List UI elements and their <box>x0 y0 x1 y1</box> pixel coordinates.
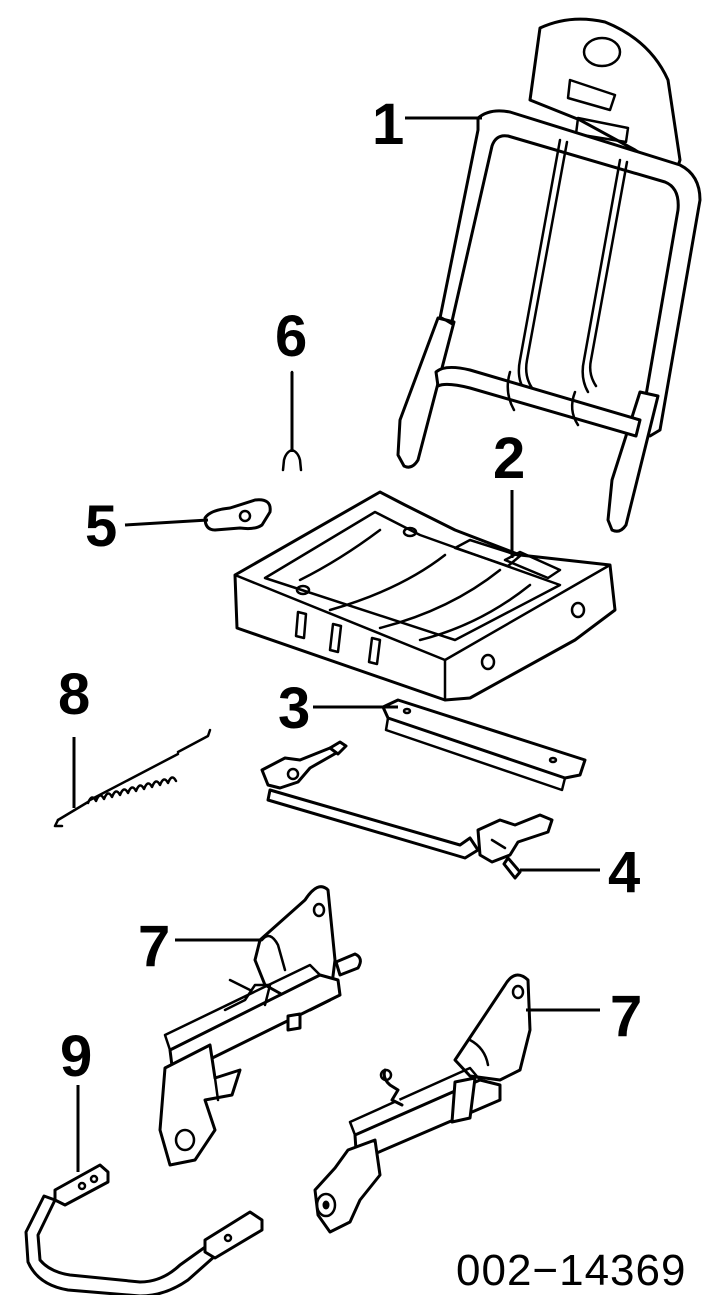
seat-track-rail <box>381 698 587 792</box>
diagram-code: 002−14369 <box>456 1246 686 1295</box>
seat-adjuster-left <box>158 885 362 1167</box>
seat-back-frame <box>396 17 702 533</box>
leader-lines <box>72 116 600 1172</box>
callout-7-right: 7 <box>610 984 642 1049</box>
callout-7-left: 7 <box>138 914 170 979</box>
seat-latch-cover <box>203 498 272 532</box>
leader-5 <box>124 518 209 527</box>
callout-numbers: 1 2 3 4 5 6 7 7 8 9 <box>58 92 642 1089</box>
seat-release-handle <box>24 1163 264 1295</box>
callout-1: 1 <box>372 92 404 157</box>
callout-4: 4 <box>608 840 640 905</box>
seat-cushion-frame <box>233 490 617 702</box>
seat-adjuster-right <box>313 973 532 1234</box>
spring-rod <box>53 728 212 828</box>
callout-9: 9 <box>60 1024 92 1089</box>
callout-8: 8 <box>58 662 90 727</box>
callout-3: 3 <box>278 676 310 741</box>
callout-5: 5 <box>85 494 117 559</box>
callout-2: 2 <box>493 426 525 491</box>
callout-6: 6 <box>275 304 307 369</box>
seat-adjuster-bar <box>260 740 554 880</box>
